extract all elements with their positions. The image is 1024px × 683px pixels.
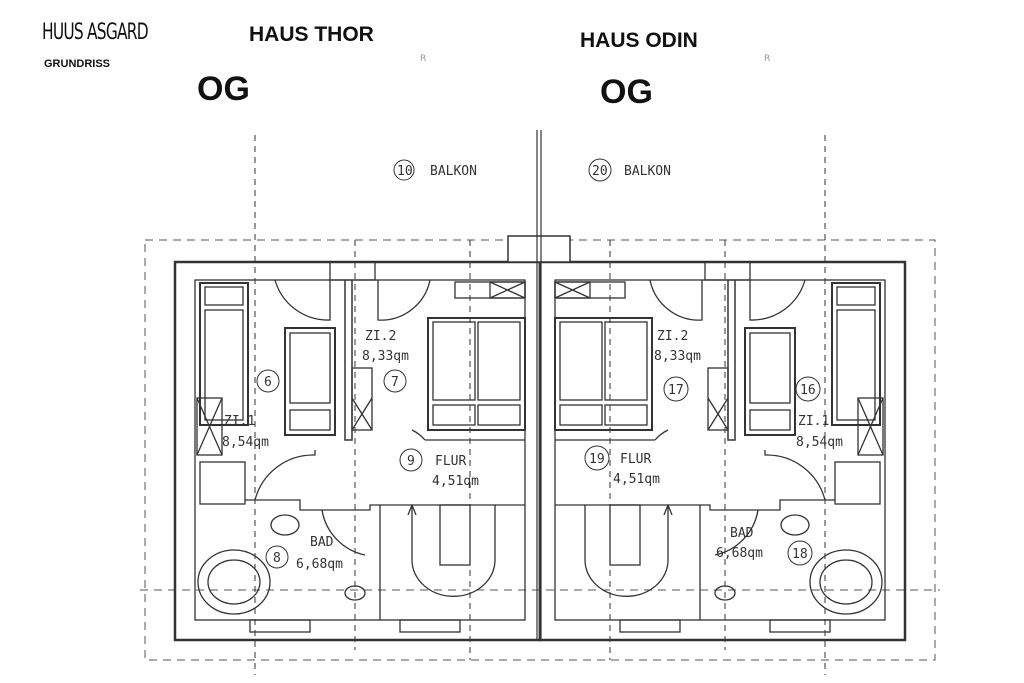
room-bad-name-thor: BAD — [310, 535, 334, 550]
plan-haus-thor — [173, 133, 542, 677]
subtitle: GRUNDRISS — [44, 58, 111, 70]
room-bad-area-odin: 6,68qm — [716, 546, 763, 561]
room-flur-name-odin: FLUR — [620, 452, 651, 467]
room-zi2-name-odin: ZI.2 — [657, 329, 688, 344]
room-zi1-area-thor: 8,54qm — [222, 435, 269, 450]
balcony-num-odin: 20 — [592, 164, 608, 179]
house-title-thor: HAUS THOR — [249, 23, 374, 46]
plan-haus-odin — [538, 133, 907, 677]
room-zi2-num-thor: 7 — [391, 375, 399, 390]
room-flur-num-odin: 19 — [589, 452, 605, 467]
chimney — [507, 235, 571, 263]
room-bad-area-thor: 6,68qm — [296, 557, 343, 572]
room-zi2-area-odin: 8,33qm — [654, 349, 701, 364]
room-flur-area-odin: 4,51qm — [613, 472, 660, 487]
room-zi1-num-odin: 16 — [800, 383, 816, 398]
room-zi1-area-odin: 8,54qm — [796, 435, 843, 450]
balcony-label-thor: BALKON — [430, 164, 477, 179]
room-zi2-area-thor: 8,33qm — [362, 349, 409, 364]
balcony-label-odin: BALKON — [624, 164, 671, 179]
floor-label-thor: OG — [197, 70, 250, 108]
room-zi1-name-thor: ZI.1 — [224, 414, 255, 429]
room-bad-num-odin: 18 — [792, 547, 808, 562]
floor-label-odin: OG — [600, 73, 653, 111]
mark-odin: R — [764, 54, 771, 64]
mark-thor: R — [420, 54, 427, 64]
room-zi1-name-odin: ZI.1 — [798, 414, 829, 429]
room-zi2-num-odin: 17 — [668, 383, 684, 398]
room-flur-name-thor: FLUR — [435, 454, 466, 469]
party-wall — [536, 130, 542, 640]
room-zi1-num-thor: 6 — [264, 375, 272, 390]
balcony-num-thor: 10 — [397, 164, 413, 179]
room-flur-num-thor: 9 — [407, 454, 415, 469]
room-zi2-name-thor: ZI.2 — [365, 329, 396, 344]
logo: HUUS ASGARD — [42, 20, 149, 45]
room-flur-area-thor: 4,51qm — [432, 474, 479, 489]
house-title-odin: HAUS ODIN — [580, 29, 698, 52]
room-bad-num-thor: 8 — [273, 551, 281, 566]
room-bad-name-odin: BAD — [730, 526, 754, 541]
